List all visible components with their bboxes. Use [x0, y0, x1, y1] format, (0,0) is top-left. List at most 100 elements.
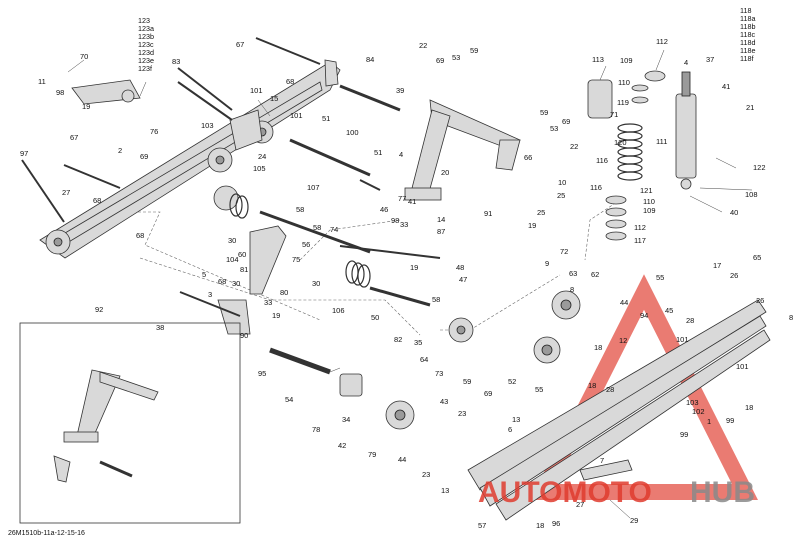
callout: 8: [789, 313, 793, 322]
callout: 101: [290, 111, 303, 120]
callout: 68: [136, 231, 144, 240]
callout: 58: [432, 295, 440, 304]
callout: 15: [270, 94, 278, 103]
callout: 11: [38, 77, 46, 86]
callout: 39: [396, 86, 404, 95]
callout: 72: [560, 247, 568, 256]
callout: 107: [307, 183, 320, 192]
callout: 119: [617, 98, 629, 107]
callout: 69: [562, 117, 570, 126]
callout: 29: [630, 516, 638, 525]
callout: 35: [414, 338, 422, 347]
callout-stack-123-4: 123d: [138, 48, 154, 57]
callout-stack-123-6: 123f: [138, 64, 152, 73]
cross-shafts: [259, 210, 441, 397]
callout: 62: [591, 270, 599, 279]
callout: 38: [156, 323, 164, 332]
callout: 34: [342, 415, 350, 424]
callout-stack-118-6: 118f: [740, 54, 753, 63]
callout: 40: [730, 208, 738, 217]
callout: 18: [536, 521, 544, 530]
callout: 117: [634, 236, 646, 245]
central-swing-arm: [404, 99, 521, 201]
callout: 41: [722, 82, 730, 91]
pivot-arm-top-left: [71, 79, 141, 105]
callout: 111: [656, 137, 667, 146]
callout: 99: [726, 416, 734, 425]
callout: 98: [391, 216, 399, 225]
watermark-wordmark: AUTOMOTO HUB: [478, 476, 755, 509]
callout: 122: [753, 163, 766, 172]
callout: 12: [619, 336, 627, 345]
callout: 13: [512, 415, 520, 424]
callout: 65: [753, 253, 761, 262]
callout: 44: [398, 455, 406, 464]
callout: 37: [706, 55, 714, 64]
callout: 102: [692, 407, 705, 416]
callout: 8: [570, 285, 574, 294]
callout: 33: [400, 220, 408, 229]
callout: 97: [20, 149, 28, 158]
callout: 30: [228, 236, 236, 245]
callout: 3: [208, 290, 212, 299]
watermark-brand-right: HUB: [690, 476, 755, 509]
torsion-springs: [213, 185, 371, 288]
callout: 106: [332, 306, 345, 315]
callout: 82: [394, 335, 402, 344]
callout: 19: [528, 221, 536, 230]
left-rail-assembly: [39, 59, 341, 259]
callout: 2: [118, 146, 122, 155]
callout: 80: [280, 288, 288, 297]
callout: 57: [478, 521, 486, 530]
callout: 100: [346, 128, 359, 137]
callout: 45: [665, 306, 673, 315]
callout: 24: [258, 152, 266, 161]
callout: 87: [437, 227, 445, 236]
callout: 9: [545, 259, 549, 268]
callout: 121: [640, 186, 653, 195]
callout: 77: [398, 194, 406, 203]
callout: 95: [258, 369, 266, 378]
callout: 13: [441, 486, 449, 495]
rods-upper-left: [21, 37, 401, 223]
callout: 28: [606, 385, 614, 394]
callout: 27: [576, 500, 584, 509]
callout: 83: [172, 57, 180, 66]
callout: 18: [594, 343, 602, 352]
callout: 41: [408, 197, 416, 206]
callout: 19: [272, 311, 280, 320]
callout: 42: [338, 441, 346, 450]
callout: 101: [250, 86, 263, 95]
callout: 113: [592, 55, 604, 64]
callout: 84: [366, 55, 374, 64]
callout: 4: [684, 58, 688, 67]
drawing-id: 26M1510b-11a-12-15-16: [8, 530, 85, 537]
watermark-logo: [529, 274, 759, 500]
callout: 90: [240, 331, 248, 340]
callout: 48: [456, 263, 464, 272]
callout: 70: [80, 52, 88, 61]
callout-labels: 123 123a 123b 123c 123d 123e 123f 118 11…: [20, 6, 793, 530]
callout: 4: [399, 150, 403, 159]
callout: 30: [312, 279, 320, 288]
callout: 54: [285, 395, 293, 404]
right-rail-assembly: [467, 299, 771, 521]
callout: 68: [93, 196, 101, 205]
assembly-guide-lines: [98, 199, 621, 336]
callout: 73: [435, 369, 443, 378]
inset-detail-box: [19, 322, 241, 524]
callout: 26: [756, 296, 764, 305]
callout-stack-123-3: 123c: [138, 40, 154, 49]
callout: 59: [463, 377, 471, 386]
callout: 17: [713, 261, 721, 270]
callout: 74: [330, 225, 338, 234]
callout-stack-123-2: 123b: [138, 32, 154, 41]
callout: 20: [441, 168, 449, 177]
callout: 69: [140, 152, 148, 161]
callout: 108: [745, 190, 758, 199]
callout: 27: [62, 188, 70, 197]
leader-lines: [67, 49, 753, 519]
spring-assembly: [587, 70, 666, 241]
callout: 112: [656, 37, 668, 46]
callout: 52: [508, 377, 516, 386]
